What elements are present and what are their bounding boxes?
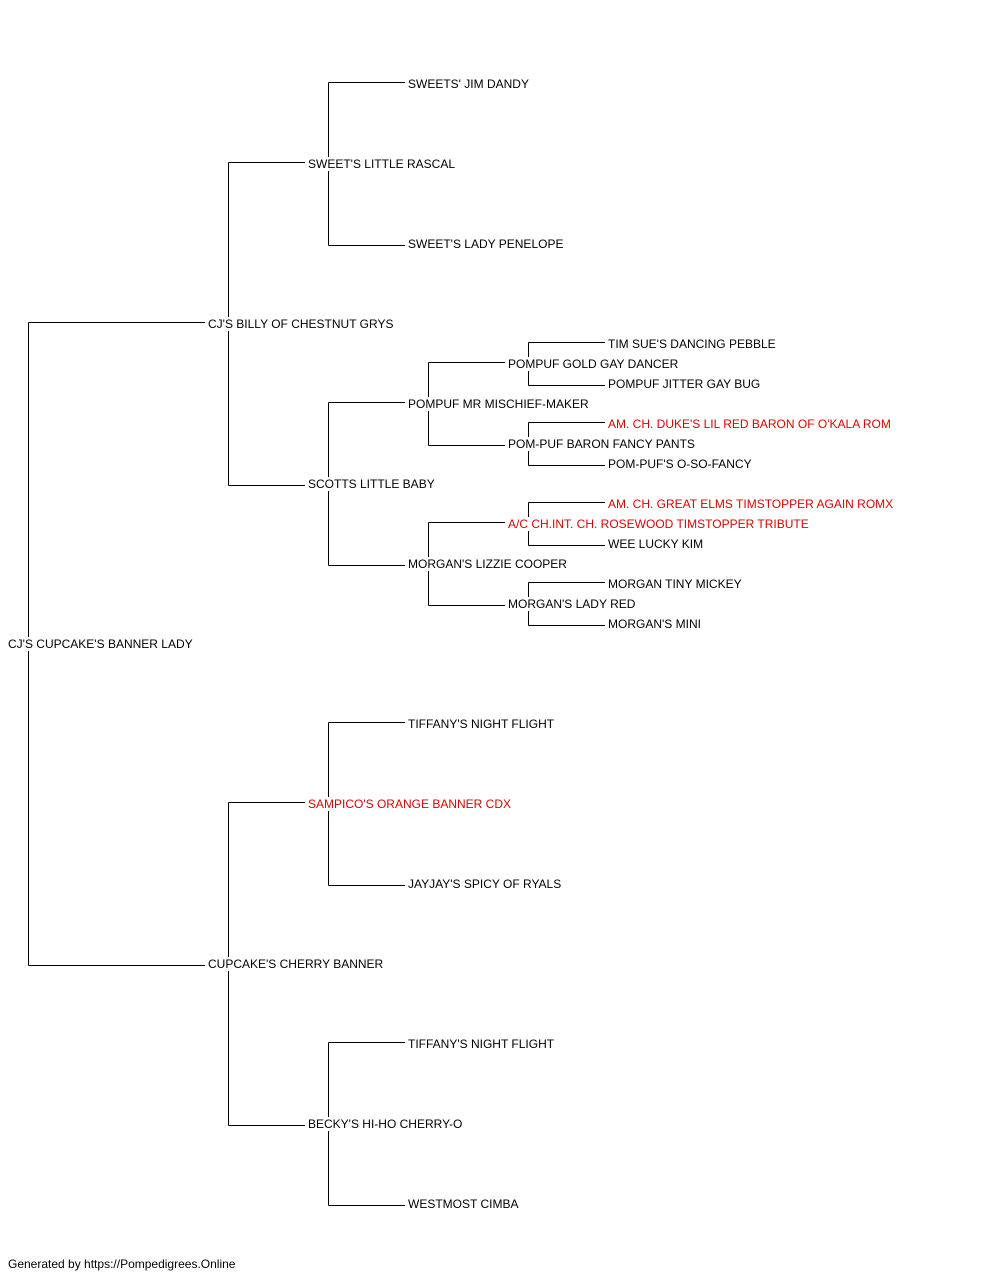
sire-sire-name: SWEET'S LITTLE RASCAL — [306, 157, 457, 171]
dam-dam-sire-name: TIFFANY'S NIGHT FLIGHT — [406, 1037, 557, 1051]
sire-dam-sire-name: POMPUF MR MISCHIEF-MAKER — [406, 397, 591, 411]
sdsd-dam-name: POM-PUF'S O-SO-FANCY — [606, 457, 754, 471]
sdds-sire-name: AM. CH. GREAT ELMS TIMSTOPPER AGAIN ROMX — [606, 497, 896, 511]
sire-sire-sire-name: SWEETS' JIM DANDY — [406, 77, 531, 91]
subject-name: CJ'S CUPCAKE'S BANNER LADY — [6, 637, 195, 651]
sire-name: CJ'S BILLY OF CHESTNUT GRYS — [206, 317, 396, 331]
sds-sire-name: POMPUF GOLD GAY DANCER — [506, 357, 681, 371]
sddd-sire-name: MORGAN TINY MICKEY — [606, 577, 744, 591]
generated-by-footer: Generated by https://Pompedigrees.Online — [8, 1257, 236, 1271]
sire-dam-name: SCOTTS LITTLE BABY — [306, 477, 437, 491]
sdsd-sire-name: AM. CH. DUKE'S LIL RED BARON OF O'KALA R… — [606, 417, 893, 431]
dam-dam-dam-name: WESTMOST CIMBA — [406, 1197, 521, 1211]
dam-sire-dam-name: JAYJAY'S SPICY OF RYALS — [406, 877, 564, 891]
sire-sire-dam-name: SWEET'S LADY PENELOPE — [406, 237, 566, 251]
sdss-dam-name: POMPUF JITTER GAY BUG — [606, 377, 763, 391]
sdds-dam-name: WEE LUCKY KIM — [606, 537, 706, 551]
dam-sire-sire-name: TIFFANY'S NIGHT FLIGHT — [406, 717, 557, 731]
dam-sire-name: SAMPICO'S ORANGE BANNER CDX — [306, 797, 513, 811]
sdd-dam-name: MORGAN'S LADY RED — [506, 597, 638, 611]
sds-dam-name: POM-PUF BARON FANCY PANTS — [506, 437, 697, 451]
sdd-sire-name: A/C CH.INT. CH. ROSEWOOD TIMSTOPPER TRIB… — [506, 517, 811, 531]
dam-name: CUPCAKE'S CHERRY BANNER — [206, 957, 386, 971]
dam-dam-name: BECKY'S HI-HO CHERRY-O — [306, 1117, 465, 1131]
sire-dam-dam-name: MORGAN'S LIZZIE COOPER — [406, 557, 569, 571]
sdss-sire-name: TIM SUE'S DANCING PEBBLE — [606, 337, 778, 351]
sddd-dam-name: MORGAN'S MINI — [606, 617, 703, 631]
